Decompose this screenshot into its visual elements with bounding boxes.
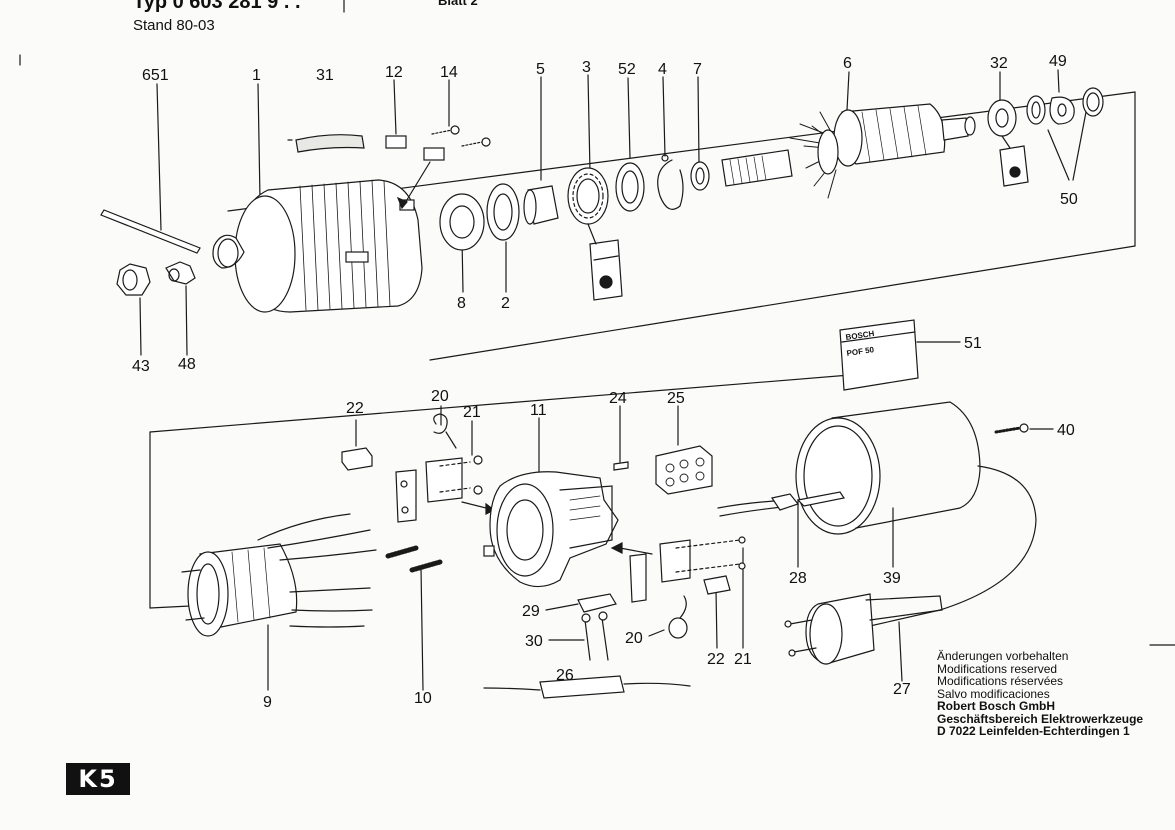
label-21-top: 21 [463, 404, 481, 421]
notice-es: Salvo modificaciones [937, 686, 1050, 701]
label-5: 5 [536, 61, 545, 78]
label-25: 25 [667, 390, 685, 407]
label-7: 7 [693, 61, 702, 78]
label-26: 26 [556, 667, 574, 684]
sheet-number: Blatt 2 [438, 0, 478, 8]
notice-de: Änderungen vorbehalten [937, 649, 1069, 663]
label-31: 31 [316, 67, 334, 84]
label-12: 12 [385, 64, 403, 81]
label-1: 1 [252, 67, 261, 84]
label-9: 9 [263, 694, 272, 711]
label-49: 49 [1049, 53, 1067, 70]
label-20-top: 20 [431, 388, 449, 405]
label-40: 40 [1057, 422, 1075, 439]
plate-brand: BOSCH [845, 329, 875, 342]
label-39: 39 [883, 570, 901, 587]
notice-en: Modifications reserved [937, 661, 1058, 676]
label-6: 6 [843, 55, 852, 72]
plate-model: POF 50 [846, 345, 875, 358]
label-14: 14 [440, 64, 458, 81]
label-30: 30 [525, 633, 543, 650]
notice-block: Änderungen vorbehalten Modifications res… [937, 650, 1143, 738]
label-22-top: 22 [346, 400, 364, 417]
notice-fr: Modifications réservées [937, 674, 1064, 688]
label-10: 10 [414, 690, 432, 707]
label-29: 29 [522, 603, 540, 620]
label-43: 43 [132, 358, 150, 375]
notice-division: Geschäftsbereich Elektrowerkzeuge [937, 711, 1144, 726]
label-2: 2 [501, 295, 510, 312]
label-11: 11 [530, 402, 547, 419]
notice-address: D 7022 Leinfelden-Echterdingen 1 [937, 724, 1130, 738]
label-51: 51 [964, 335, 982, 352]
label-21-bottom: 21 [734, 651, 752, 668]
notice-company: Robert Bosch GmbH [937, 699, 1056, 713]
type-number: Typ 0 603 281 9 . . [133, 0, 301, 13]
label-27: 27 [893, 681, 911, 698]
label-48: 48 [178, 356, 196, 373]
revision-stand: Stand 80-03 [133, 17, 215, 34]
label-32: 32 [990, 55, 1008, 72]
label-22-bottom: 22 [707, 651, 725, 668]
label-50: 50 [1060, 191, 1078, 208]
label-651: 651 [142, 67, 169, 84]
label-52: 52 [618, 61, 636, 78]
label-8: 8 [457, 295, 466, 312]
label-24: 24 [609, 390, 627, 407]
label-4: 4 [658, 61, 667, 78]
page-code-badge: K5 [66, 763, 130, 795]
label-28: 28 [789, 570, 807, 587]
label-3: 3 [582, 59, 591, 76]
label-20-bottom: 20 [625, 630, 643, 647]
